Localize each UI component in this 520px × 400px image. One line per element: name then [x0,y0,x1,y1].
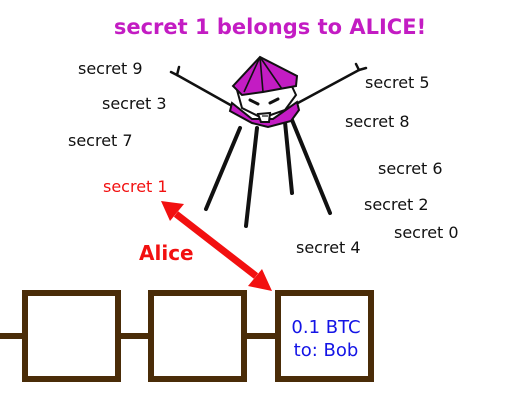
secret-label: secret 9 [78,59,143,78]
secret-label: secret 0 [394,223,459,242]
block [22,290,121,382]
transaction-amount: 0.1 BTC [291,317,361,338]
headline: secret 1 belongs to ALICE! [113,15,427,39]
transaction-text: 0.1 BTC to: Bob [281,316,371,362]
secret-label: secret 8 [345,112,410,131]
secret-label: secret 6 [378,159,443,178]
secret-label: secret 7 [68,131,133,150]
block [148,290,247,382]
secret-label: secret 2 [364,195,429,214]
transaction-recipient: to: Bob [293,340,359,361]
owner-label: Alice [139,241,194,265]
secret-label-highlighted: secret 1 [103,177,168,196]
secret-label: secret 5 [365,73,430,92]
oracle-robot-icon [169,55,368,228]
secret-label: secret 3 [102,94,167,113]
transaction-block [275,290,374,382]
double-headed-arrow-icon [161,201,272,291]
blockchain [0,290,374,382]
secret-label: secret 4 [296,238,361,257]
